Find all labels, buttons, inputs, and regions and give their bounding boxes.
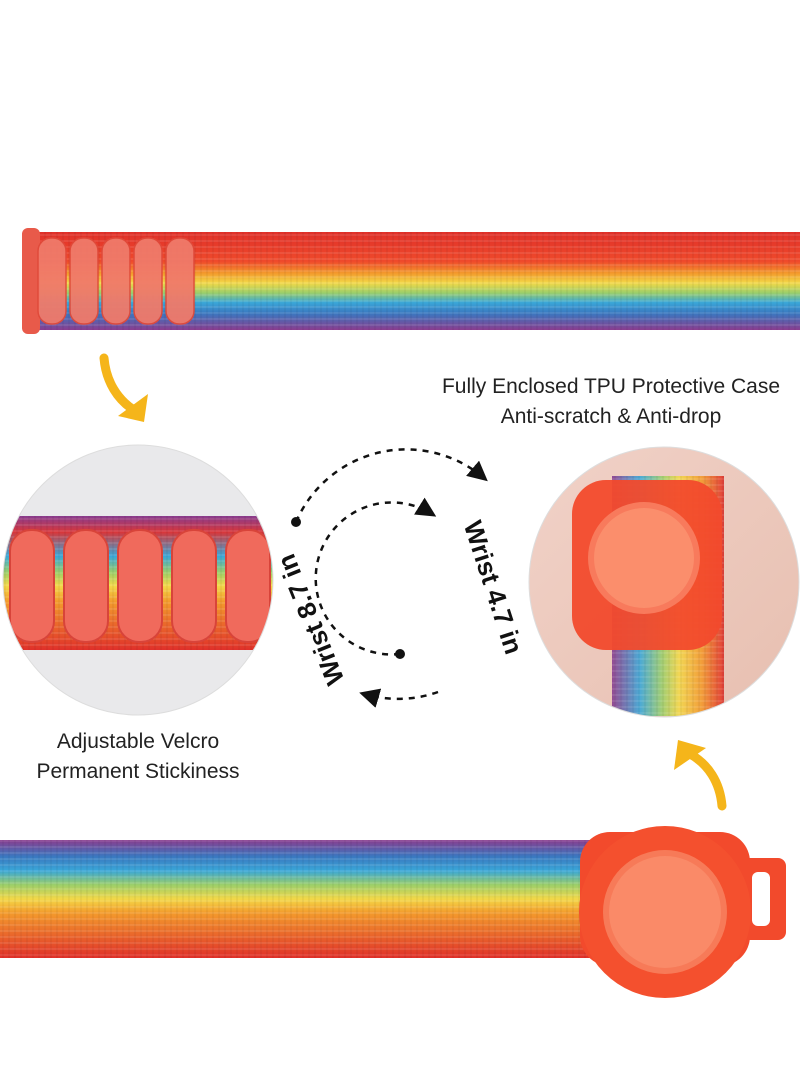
curved-arrow-icon [660,732,732,812]
top-strap [0,226,800,336]
curved-arrow-icon [96,352,166,432]
case-caption: Fully Enclosed TPU Protective Case Anti-… [424,373,798,431]
velcro-closeup-image [2,444,274,716]
case-caption-line1: Fully Enclosed TPU Protective Case [441,375,781,398]
dashed-circle-arrow-icon [280,448,530,713]
bottom-strap [0,820,800,1010]
velcro-caption: Adjustable Velcro Permanent Stickiness [0,728,276,786]
case-caption-line2: Anti-scratch & Anti-drop [500,405,722,428]
wrist-worn-image [528,446,800,718]
velcro-caption-line2: Permanent Stickiness [36,760,240,783]
velcro-caption-line1: Adjustable Velcro [56,730,220,753]
